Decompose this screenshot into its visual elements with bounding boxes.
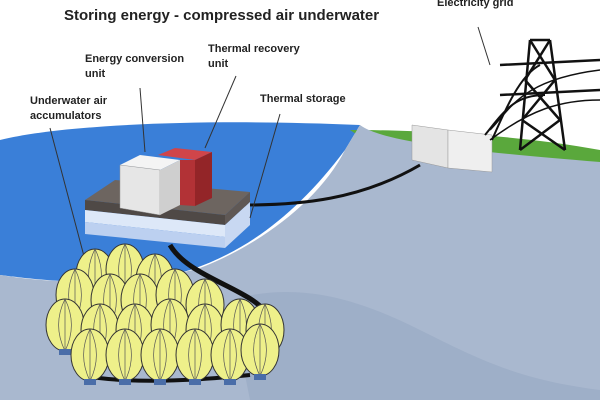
balloon-seam <box>188 328 196 382</box>
leader-lines <box>49 26 491 261</box>
thermal-recovery-unit <box>158 148 212 206</box>
balloon-seam <box>58 298 66 352</box>
balloon-anchor <box>154 379 166 385</box>
label-underwater-air-accumulators: Underwater air accumulators <box>30 95 108 122</box>
balloon-seam <box>124 328 132 382</box>
balloon-anchor <box>189 379 201 385</box>
balloon-seam <box>259 323 267 377</box>
balloon-seam <box>223 328 231 382</box>
label-electricity-grid: Electricity grid <box>437 0 514 9</box>
balloon-anchor <box>119 379 131 385</box>
balloon-seam <box>83 328 91 382</box>
air-accumulators <box>45 243 285 385</box>
balloon-seam <box>153 328 161 382</box>
page-title: Storing energy - compressed air underwat… <box>64 7 380 24</box>
converter-station <box>411 124 493 173</box>
balloon-seam <box>118 328 126 382</box>
balloon-seam <box>229 328 237 382</box>
pylon <box>484 38 600 152</box>
balloon-anchor <box>84 379 96 385</box>
balloon-seam <box>159 328 167 382</box>
balloon-anchor <box>224 379 236 385</box>
balloon-seam <box>253 323 261 377</box>
balloon-seam <box>194 328 202 382</box>
label-thermal-storage: Thermal storage <box>260 93 346 105</box>
seabed-shadow <box>230 291 600 400</box>
energy-conversion-unit <box>119 155 180 216</box>
cable-to-grid <box>244 163 421 207</box>
balloon-seam <box>64 298 72 352</box>
label-energy-conversion-unit: Energy conversion unit <box>85 53 185 80</box>
label-thermal-recovery-unit: Thermal recovery unit <box>208 43 300 70</box>
balloon-anchor <box>59 349 71 355</box>
balloon-anchor <box>254 374 266 380</box>
balloon-seam <box>89 328 97 382</box>
